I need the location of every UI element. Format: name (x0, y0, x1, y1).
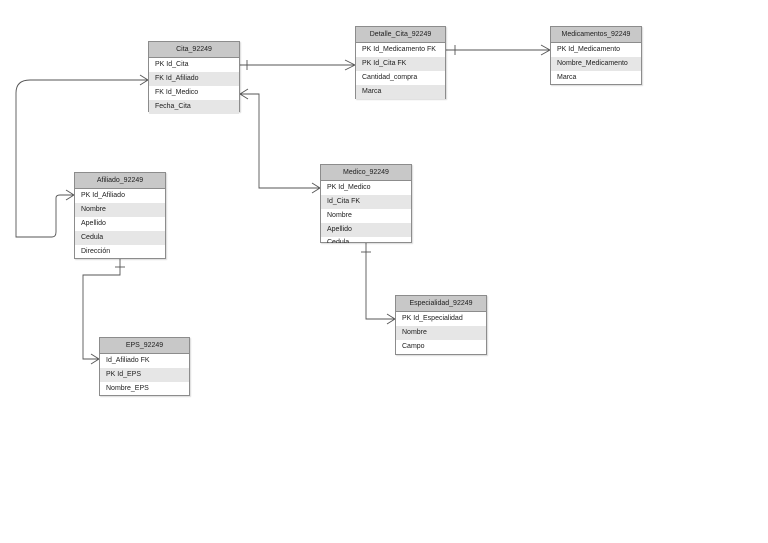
entity-afiliado-title: Afiliado_92249 (75, 173, 165, 189)
entity-afiliado[interactable]: Afiliado_92249 PK Id_Afiliado Nombre Ape… (74, 172, 166, 259)
field-marca: Marca (356, 85, 445, 99)
field-pk-id-afiliado: PK Id_Afiliado (81, 192, 125, 199)
entity-detalle-cita[interactable]: Detalle_Cita_92249 PK Id_Medicamento FK … (355, 26, 446, 99)
field-cedula: Cedula (327, 239, 350, 243)
field-pk-id-medicamento-fk: PK Id_Medicamento FK (362, 46, 436, 53)
field-id-afiliado-fk: Id_Afiliado FK (106, 357, 150, 364)
field-nombre-medicamento: Nombre_Medicamento (551, 57, 641, 71)
entity-medico-title: Medico_92249 (321, 165, 411, 181)
entity-eps[interactable]: EPS_92249 Id_Afiliado FK PK Id_EPS Nombr… (99, 337, 190, 396)
field-fk-id-medico: FK Id_Medico (155, 89, 199, 96)
field-apellido: Apellido (81, 220, 106, 227)
field-fk-id-afiliado: FK Id_Afiliado (149, 72, 239, 86)
field-apellido: Apellido (321, 223, 411, 237)
entity-especialidad[interactable]: Especialidad_92249 PK Id_Especialidad No… (395, 295, 487, 355)
field-nombre: Nombre (396, 326, 486, 340)
entity-eps-title: EPS_92249 (100, 338, 189, 354)
entity-detalle-cita-title: Detalle_Cita_92249 (356, 27, 445, 43)
entity-medico[interactable]: Medico_92249 PK Id_Medico Id_Cita FK Nom… (320, 164, 412, 243)
entity-cita[interactable]: Cita_92249 PK Id_Cita FK Id_Afiliado FK … (148, 41, 240, 114)
field-cantidad-compra: Cantidad_compra (362, 74, 418, 81)
field-marca: Marca (557, 74, 577, 81)
rel-afiliado-eps (82, 259, 121, 360)
field-direccion: Dirección (81, 248, 111, 255)
field-campo: Campo (402, 343, 425, 350)
field-pk-id-medicamento: PK Id_Medicamento (557, 46, 621, 53)
entity-cita-title: Cita_92249 (149, 42, 239, 58)
field-nombre: Nombre (327, 212, 352, 219)
field-id-cita-fk: Id_Cita FK (321, 195, 411, 209)
rel-cita-medico (240, 93, 320, 189)
rel-medico-especialidad (365, 243, 395, 320)
field-fecha-cita: Fecha_Cita (149, 100, 239, 114)
field-nombre-eps: Nombre_EPS (106, 385, 149, 392)
entity-especialidad-title: Especialidad_92249 (396, 296, 486, 312)
rel-cita-medico-many-marker (239, 88, 249, 100)
entity-medicamentos-title: Medicamentos_92249 (551, 27, 641, 43)
field-pk-id-medico: PK Id_Medico (327, 184, 371, 191)
field-pk-id-cita: PK Id_Cita (155, 61, 189, 68)
field-pk-id-cita-fk: PK Id_Cita FK (356, 57, 445, 71)
entity-medicamentos[interactable]: Medicamentos_92249 PK Id_Medicamento Nom… (550, 26, 642, 85)
field-cedula: Cedula (75, 231, 165, 245)
field-nombre: Nombre (75, 203, 165, 217)
rel-cita-afiliado (15, 79, 148, 238)
field-pk-id-especialidad: PK Id_Especialidad (402, 315, 463, 322)
field-pk-id-eps: PK Id_EPS (100, 368, 189, 382)
